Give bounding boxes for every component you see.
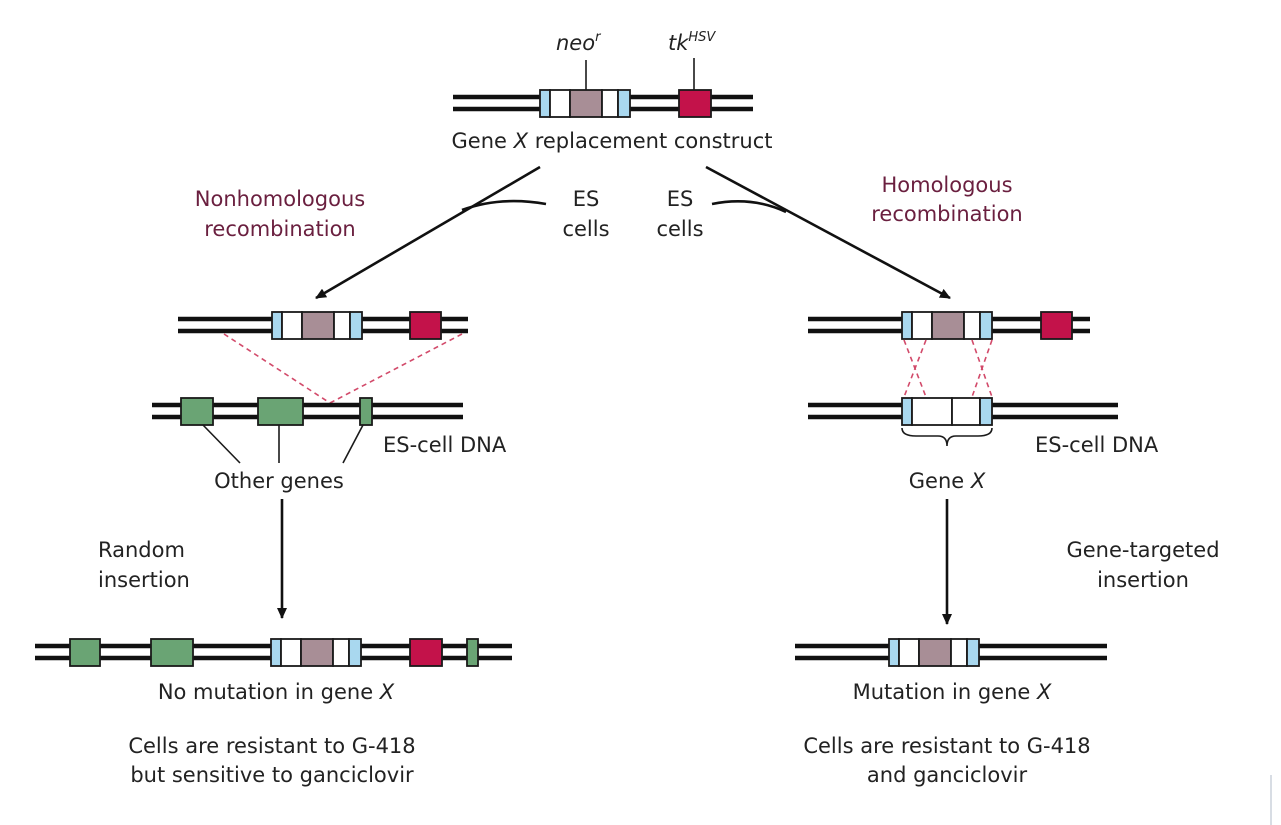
left-pathway-line2: recombination	[204, 217, 356, 241]
left-pathway-line1: Nonhomologous	[195, 187, 365, 211]
right-cells-curve	[711, 200, 787, 214]
right-dna-label: ES-cell DNA	[1035, 433, 1159, 457]
left-result-dna	[35, 638, 512, 667]
right-outcome-line1: Cells are resistant to G-418	[803, 734, 1090, 758]
left-insertion-line2: insertion	[98, 568, 190, 592]
right-pathway-line2: recombination	[871, 202, 1023, 226]
right-insertion-line2: insertion	[1097, 568, 1189, 592]
right-es-cell-dna	[808, 397, 1118, 447]
left-outcome-line2: but sensitive to ganciclovir	[130, 763, 414, 787]
left-es-cell-dna	[152, 397, 463, 464]
left-dna-label: ES-cell DNA	[383, 433, 507, 457]
right-construct	[808, 311, 1090, 340]
left-cells-curve	[461, 199, 547, 212]
right-cells-line1: ES	[667, 187, 694, 211]
left-cells-line2: cells	[562, 217, 609, 241]
left-result-label: No mutation in gene X	[158, 680, 395, 704]
left-crossover-2	[329, 333, 463, 404]
left-outcome-line1: Cells are resistant to G-418	[128, 734, 415, 758]
left-branch-arrow	[315, 165, 541, 300]
right-pathway-line1: Homologous	[881, 173, 1012, 197]
neo-label: neor	[556, 30, 602, 55]
left-insertion-line1: Random	[98, 538, 185, 562]
construct-caption: Gene X replacement construct	[452, 129, 773, 153]
left-crossover-1	[223, 333, 331, 404]
right-insertion-line1: Gene-targeted	[1066, 538, 1219, 562]
right-gene-label: Gene X	[909, 469, 986, 493]
right-crossovers	[903, 339, 993, 398]
right-cells-line2: cells	[656, 217, 703, 241]
right-result-dna	[795, 638, 1107, 667]
left-genes-label: Other genes	[214, 469, 344, 493]
tk-label: tkHSV	[668, 30, 716, 55]
replacement-construct	[453, 58, 753, 118]
right-outcome-line2: and ganciclovir	[867, 763, 1028, 787]
right-result-label: Mutation in gene X	[853, 680, 1052, 704]
left-cells-line1: ES	[573, 187, 600, 211]
right-branch-arrow	[705, 165, 951, 300]
left-construct	[178, 311, 468, 340]
